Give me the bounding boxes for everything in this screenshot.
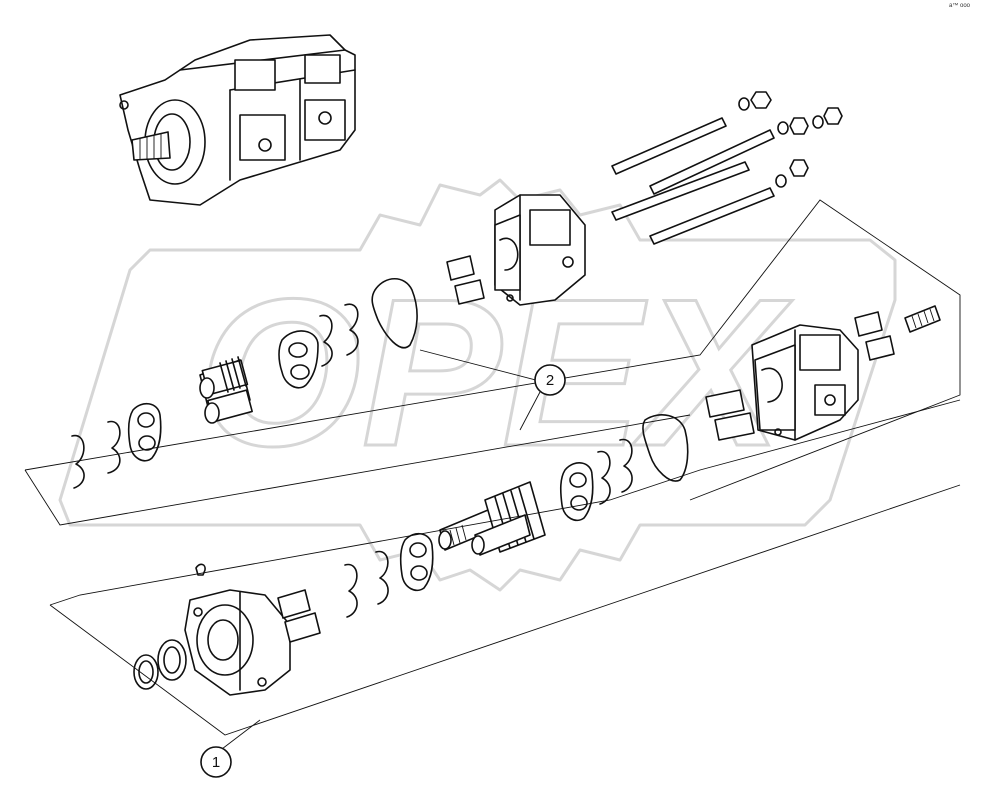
- upper-seal-rings: [319, 303, 359, 367]
- coupling-spline: [904, 305, 941, 333]
- upper-bushings: [446, 255, 485, 305]
- corner-mark: a™ ooo: [948, 3, 970, 9]
- lower-wear-plate: [559, 462, 594, 522]
- callout-2-label: 2: [546, 372, 554, 389]
- left-seal-rings: [71, 420, 121, 489]
- front-flange-housing: [184, 563, 291, 696]
- front-bushings: [277, 589, 321, 643]
- left-wear-plate: [127, 402, 162, 462]
- upper-o-ring: [371, 277, 418, 349]
- right-bushings: [705, 311, 895, 441]
- upper-housing: [494, 194, 586, 306]
- lower-seal-rings: [597, 438, 633, 505]
- callout-1[interactable]: 1: [200, 746, 232, 778]
- lower-gear-set: [438, 481, 546, 556]
- shaft-seals: [133, 639, 187, 690]
- lower-left-wear-plate: [399, 532, 434, 592]
- assembled-pump: [119, 34, 356, 206]
- upper-gear-set: [199, 356, 253, 424]
- lower-left-seal-rings: [344, 550, 389, 618]
- right-housing: [751, 324, 859, 441]
- upper-wear-plate: [278, 330, 319, 389]
- assembly-leader-lines: [24, 199, 961, 753]
- callout-1-label: 1: [212, 754, 220, 771]
- tie-rods: [611, 91, 843, 245]
- lower-o-ring: [642, 414, 689, 482]
- callout-2[interactable]: 2: [534, 364, 566, 396]
